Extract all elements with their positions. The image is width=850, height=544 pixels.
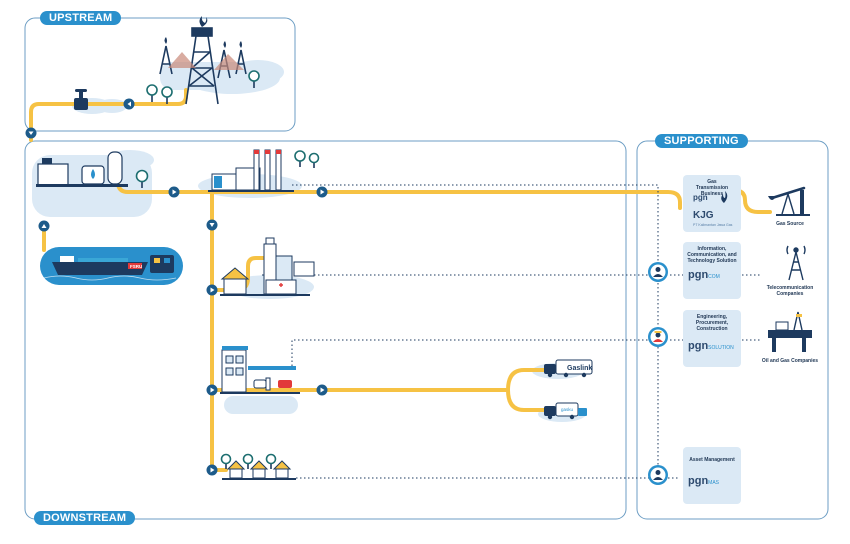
- gas-source-card: Gas Source: [761, 175, 819, 232]
- asset-management-title: Asset Management: [689, 457, 735, 463]
- epc-card: Engineering, Procurement, Construction p…: [683, 310, 741, 367]
- gasku-truck-icon: gasku: [544, 402, 587, 420]
- downstream-section-label: DOWNSTREAM: [34, 511, 136, 525]
- kjg-subtitle: PT Kalimantan Jawa Gas: [693, 223, 733, 227]
- pgnsolution-logo-suffix: SOLUTION: [708, 345, 734, 351]
- pgnsolution-logo-mark: pgn: [688, 340, 709, 352]
- oil-rig-icon: [159, 27, 247, 105]
- city-buildings-icon: [220, 237, 315, 296]
- pump-jack-icon: [768, 186, 810, 216]
- engineer-person-icon: [648, 327, 668, 347]
- pgn-logo: pgn: [693, 193, 708, 202]
- ict-solution-card: Information, Communication, and Technolo…: [683, 242, 741, 299]
- processing-plant-icon: [36, 151, 128, 187]
- flow-markers: [25, 98, 328, 476]
- tree-icons: [135, 70, 320, 469]
- pgnmas-logo-suffix: MAS: [708, 480, 720, 486]
- residential-houses-icon: [222, 460, 296, 480]
- kjg-logo: KJG: [693, 210, 714, 221]
- supporting-section-label: SUPPORTING: [655, 134, 748, 148]
- valve-icon: [74, 89, 88, 110]
- telecom-companies-label: Telecommunication Companies: [766, 285, 814, 297]
- manager-person-icon: [648, 465, 668, 485]
- telecom-tower-icon: [786, 245, 806, 281]
- gasku-label: gasku: [561, 407, 574, 412]
- pipe-upstream: [29, 88, 188, 130]
- downstream-frame: [24, 140, 627, 520]
- gas-transmission-title: Gas Transmission Business: [695, 179, 729, 197]
- ict-solution-title: Information, Communication, and Technolo…: [687, 246, 737, 264]
- gas-pipelines: [29, 88, 772, 472]
- flame-logo-icon: [721, 191, 728, 203]
- gas-source-label: Gas Source: [776, 221, 804, 227]
- power-plant-icon: [208, 149, 294, 192]
- oil-gas-companies-label: Oil and Gas Companies: [761, 358, 819, 364]
- oil-gas-companies-card: Oil and Gas Companies: [761, 310, 819, 367]
- upstream-section-label: UPSTREAM: [40, 11, 122, 25]
- gaslink-truck-icon: Gaslink: [544, 359, 593, 378]
- flame-icon: [164, 16, 242, 48]
- fsru-ship-icon: FSRU: [43, 255, 177, 281]
- fsru-label: FSRU: [130, 264, 142, 269]
- pgnsolution-logo: pgnSOLUTION: [688, 340, 734, 352]
- asset-management-card: Asset Management pgnMAS: [683, 447, 741, 504]
- person-icon: [648, 262, 668, 282]
- gaslink-label: Gaslink: [567, 365, 592, 372]
- pgncom-logo-suffix: COM: [708, 274, 720, 280]
- pgncom-logo-mark: pgn: [688, 269, 709, 281]
- telecom-companies-card: Telecommunication Companies: [761, 242, 819, 299]
- pipe-truck-split: [506, 368, 550, 412]
- gas-transmission-card: Gas Transmission Business pgn KJG PT Kal…: [683, 175, 741, 232]
- offshore-rig-icon: [768, 311, 812, 352]
- person-icons: [648, 262, 668, 485]
- cloud-backgrounds: [32, 60, 586, 422]
- pgnmas-logo: pgnMAS: [688, 475, 719, 487]
- epc-title: Engineering, Procurement, Construction: [695, 314, 729, 332]
- pgncom-logo: pgnCOM: [688, 269, 720, 281]
- upstream-frame: [24, 17, 296, 132]
- gas-station-icon: [220, 346, 300, 394]
- pgnmas-logo-mark: pgn: [688, 475, 709, 487]
- mountain-icon: [168, 52, 244, 70]
